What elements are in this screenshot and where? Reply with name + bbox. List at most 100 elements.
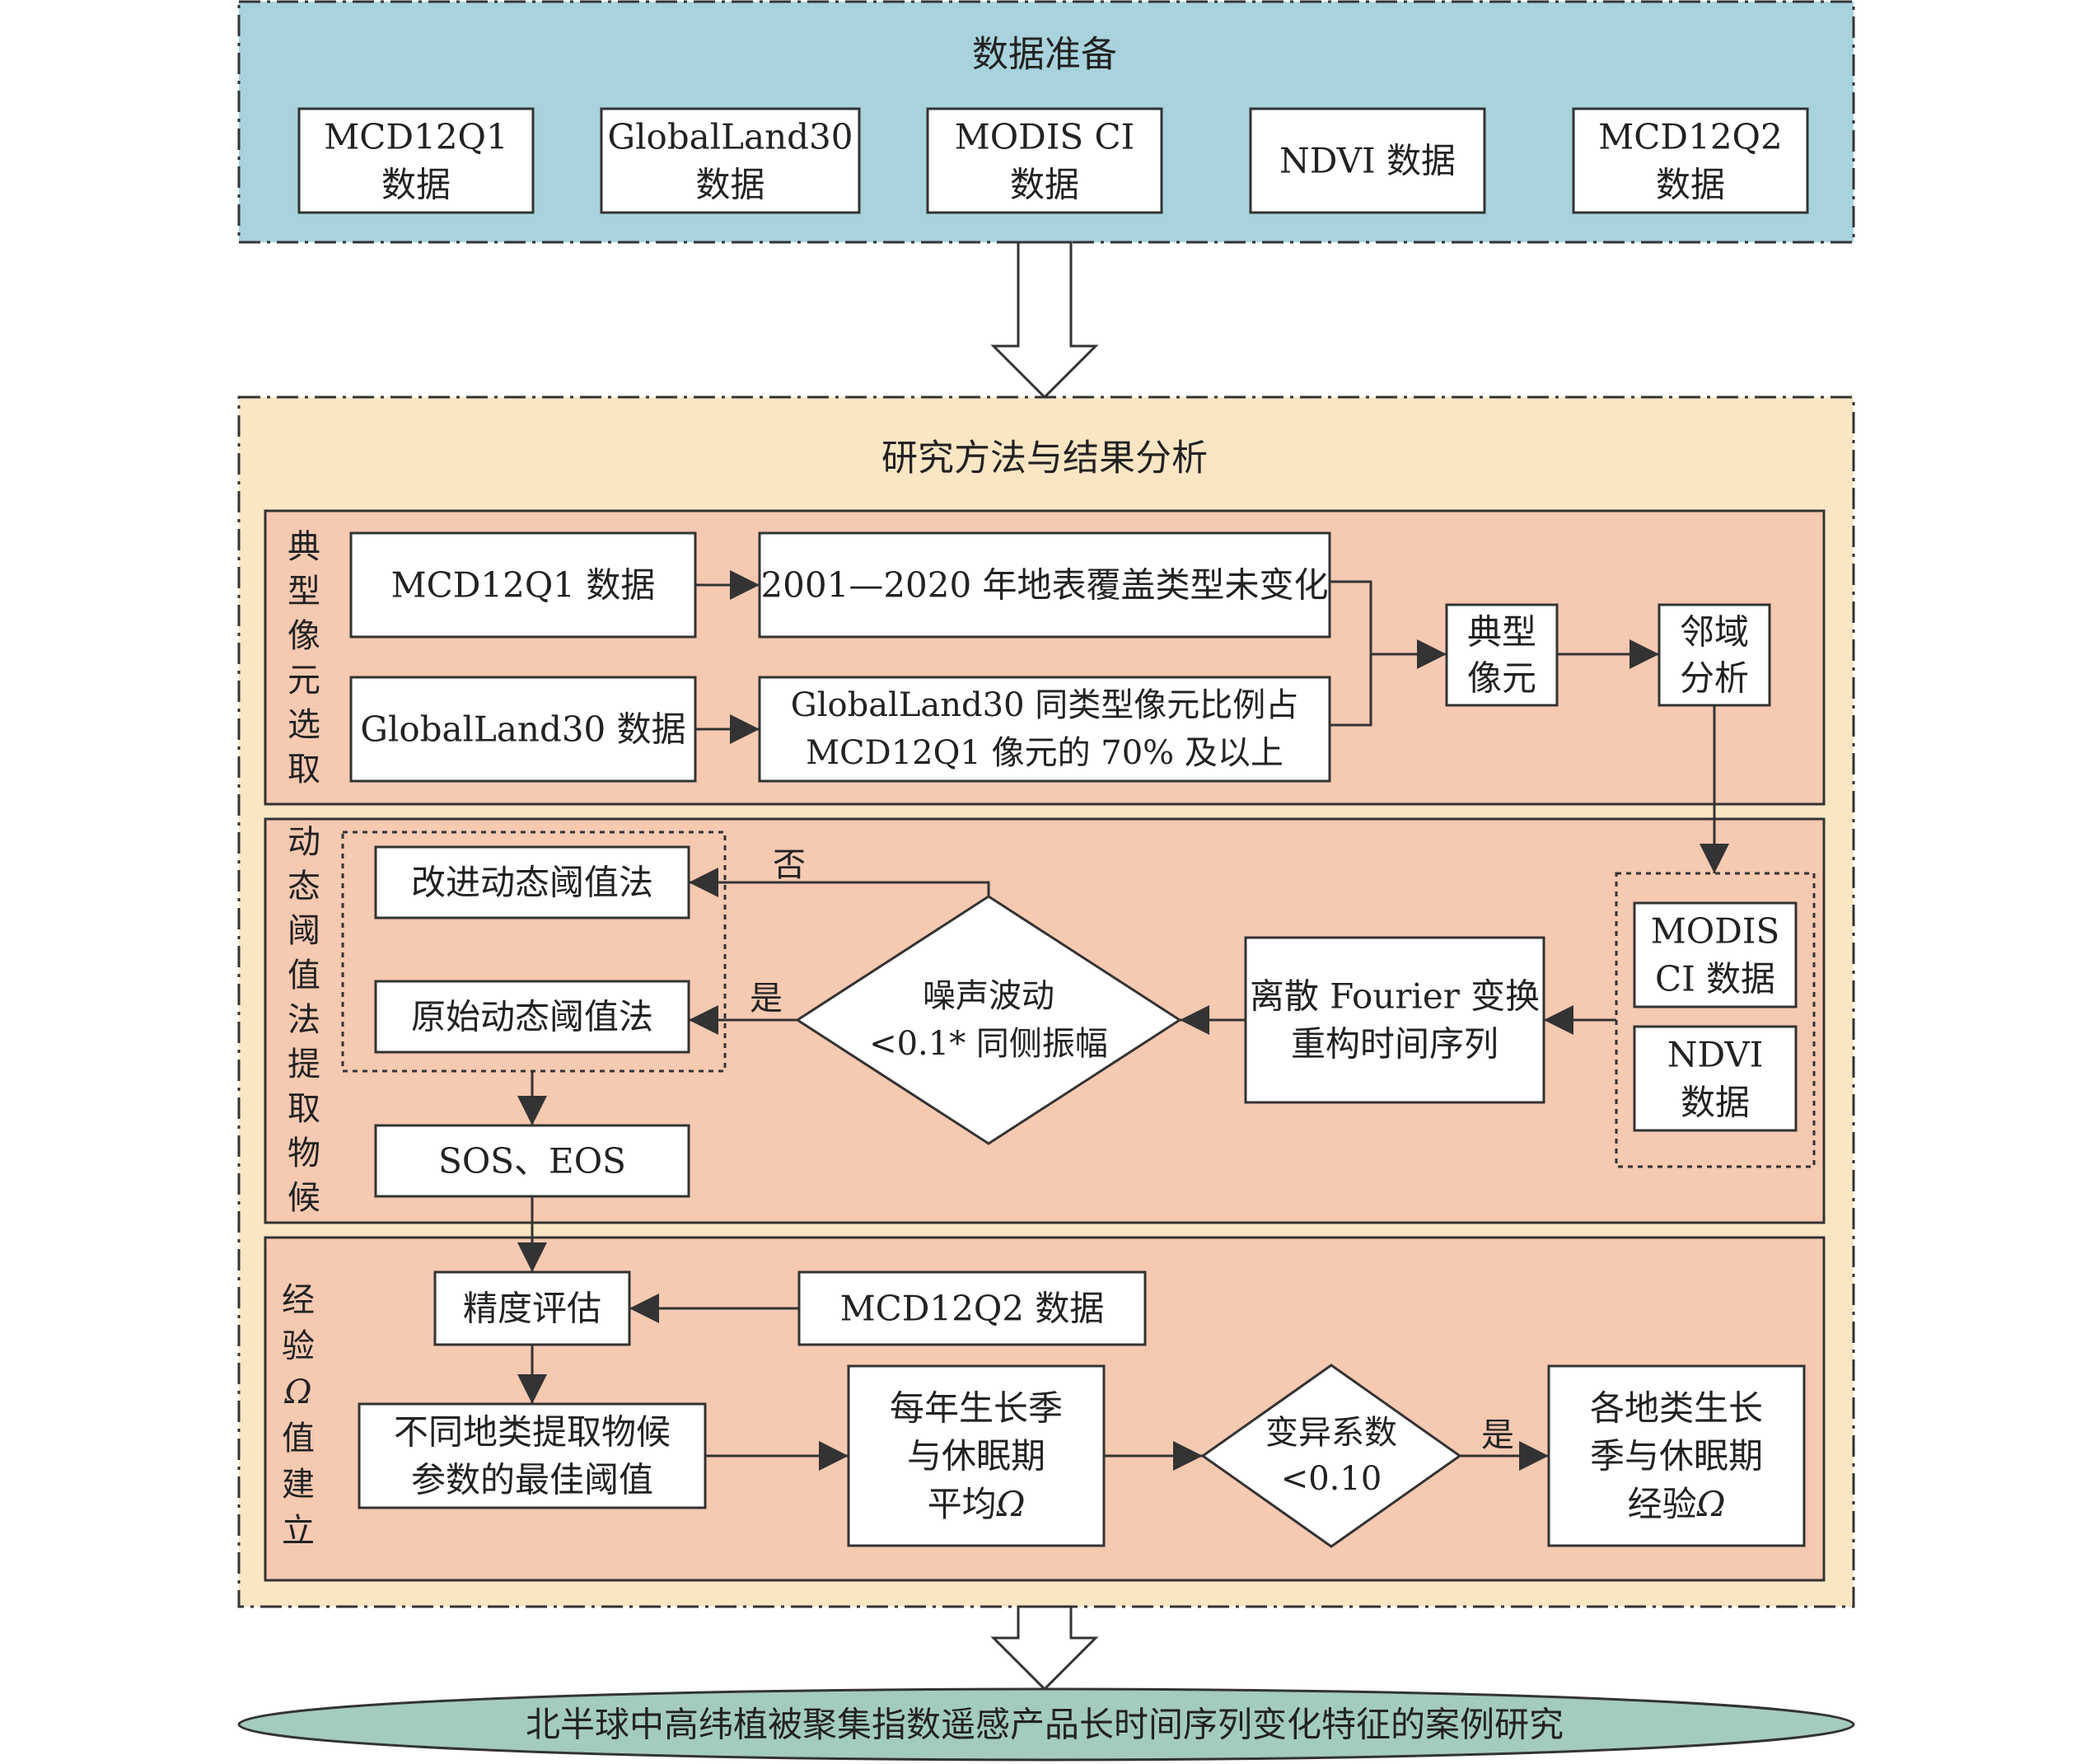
mcd12q2-box-frame xyxy=(797,1270,1147,1346)
noise-decision-frame xyxy=(795,895,1182,1145)
omega-section-label-char-5: 建 xyxy=(282,1466,315,1504)
arrow-decision-improved xyxy=(689,868,990,897)
avg-omega-box-text-line-3: 平均Ω xyxy=(928,1484,1026,1524)
source-box-1-text-line-1: MCD12Q1 xyxy=(324,117,507,157)
unchanged-box-text-line-1: 2001—2020 年地表覆盖类型未变化 xyxy=(760,565,1328,606)
ratio-box-text-line-1: GlobalLand30 同类型像元比例占 xyxy=(791,686,1298,724)
omega-section-label-char-6: 立 xyxy=(282,1512,315,1550)
sos-eos-box-text: SOS、EOS xyxy=(438,1141,626,1181)
threshold-section-label-char-1: 动 xyxy=(288,823,320,861)
threshold-section-label-char-7: 取 xyxy=(288,1090,320,1128)
source-box-3-frame xyxy=(926,107,1163,214)
improved-threshold-box-frame xyxy=(374,845,690,919)
source-box-4: NDVI 数据 xyxy=(1249,107,1486,214)
result-oval xyxy=(237,1687,1855,1762)
source-box-2-text-line-1: GlobalLand30 xyxy=(608,117,853,157)
neighbor-box-frame xyxy=(1658,603,1771,707)
fourier-box-frame xyxy=(1244,936,1545,1104)
original-threshold-box-text-line-1: 原始动态阈值法 xyxy=(411,997,653,1037)
source-box-2-text: GlobalLand30 数据 xyxy=(608,117,853,205)
fourier-box-text-line-1: 离散 Fourier 变换 xyxy=(1250,976,1540,1017)
globalland-box-text: GlobalLand30 数据 xyxy=(360,709,685,750)
neighbor-box-text-line-1: 邻域 xyxy=(1680,612,1749,653)
omega-section-label-char-2: 验 xyxy=(282,1327,315,1365)
omega-section-label-char-3: Ω xyxy=(283,1373,311,1411)
globalland-box: GlobalLand30 数据 xyxy=(349,676,697,783)
yes-label-1: 是 xyxy=(750,980,783,1018)
no-label: 否 xyxy=(773,846,806,884)
sos-eos-box: SOS、EOS xyxy=(374,1124,690,1198)
best-threshold-box-text-line-1: 不同地类提取物候 xyxy=(394,1412,671,1453)
ratio-box-text-line-2: MCD12Q1 像元的 70% 及以上 xyxy=(806,734,1283,772)
ratio-box: GlobalLand30 同类型像元比例占 MCD12Q1 像元的 70% 及以上 xyxy=(758,676,1331,783)
threshold-section-label-char-9: 候 xyxy=(288,1179,320,1217)
source-box-2-frame xyxy=(600,107,861,214)
omega-section-label-char-1: 经 xyxy=(282,1281,315,1319)
source-box-2-text-line-2: 数据 xyxy=(695,165,764,205)
pixel-section-label-char-1: 典 xyxy=(288,528,320,566)
globalland-box-frame xyxy=(349,676,697,783)
empirical-omega-box-frame xyxy=(1547,1364,1806,1547)
original-threshold-box-frame xyxy=(374,980,690,1054)
source-box-1-frame xyxy=(297,107,535,214)
accuracy-box: 精度评估 xyxy=(433,1270,631,1346)
typical-pixel-box-text-line-1: 典型 xyxy=(1467,612,1536,653)
cv-decision-text-line-1: 变异系数 xyxy=(1265,1414,1397,1452)
modis-ci-box-frame xyxy=(1633,901,1798,1008)
pixel-section-label-char-2: 型 xyxy=(288,573,320,611)
modis-ci-box-text-line-1: MODIS xyxy=(1651,911,1779,952)
source-box-5-text-line-2: 数据 xyxy=(1656,165,1725,205)
typical-pixel-box-text-line-2: 像元 xyxy=(1467,658,1536,699)
yes-label-2: 是 xyxy=(1481,1416,1514,1454)
arrow-to-result xyxy=(990,1605,1099,1691)
source-box-4-text-line-1: NDVI 数据 xyxy=(1279,141,1456,181)
cv-decision-text: 变异系数<0.10 xyxy=(1265,1414,1397,1498)
pixel-section-label-char-6: 取 xyxy=(288,751,320,788)
threshold-section-label-char-8: 物 xyxy=(288,1135,320,1172)
accuracy-box-text: 精度评估 xyxy=(463,1289,601,1329)
pixel-section-label-char-3: 像 xyxy=(288,617,320,655)
ratio-box-text: GlobalLand30 同类型像元比例占 MCD12Q1 像元的 70% 及以上 xyxy=(791,686,1298,772)
source-box-1: MCD12Q1 数据 xyxy=(297,107,535,214)
mcd12q1-box-text: MCD12Q1 数据 xyxy=(391,565,656,606)
original-threshold-box-text: 原始动态阈值法 xyxy=(411,997,653,1037)
method-title: 研究方法与结果分析 xyxy=(881,437,1208,480)
source-box-3-text-line-2: 数据 xyxy=(1010,165,1079,205)
method-choice-group xyxy=(341,831,727,1073)
accuracy-box-frame xyxy=(433,1270,631,1346)
noise-decision-text-line-2: <0.1* 同侧振幅 xyxy=(869,1025,1108,1063)
empirical-omega-box-text-line-1: 各地类生长 xyxy=(1590,1388,1763,1429)
unchanged-box-frame xyxy=(758,531,1331,639)
threshold-section-label-char-5: 法 xyxy=(288,1001,320,1039)
globalland-box-text-line-1: GlobalLand30 数据 xyxy=(360,709,685,750)
ndvi-box-frame xyxy=(1633,1025,1798,1132)
improved-threshold-box-text-line-1: 改进动态阈值法 xyxy=(411,863,653,903)
mcd12q1-box-text-line-1: MCD12Q1 数据 xyxy=(391,565,656,606)
mcd12q2-box-text-line-1: MCD12Q2 数据 xyxy=(840,1289,1105,1329)
mcd12q1-box-frame xyxy=(349,531,697,639)
noise-decision: 噪声波动<0.1* 同侧振幅 xyxy=(795,895,1182,1145)
fourier-box-text-line-2: 重构时间序列 xyxy=(1291,1024,1499,1064)
neighbor-box-text-line-2: 分析 xyxy=(1680,658,1749,699)
threshold-section-label-char-4: 值 xyxy=(288,957,320,994)
source-box-1-text-line-2: 数据 xyxy=(381,165,451,205)
threshold-section-label-char-3: 阈 xyxy=(288,912,320,950)
data-prep-title: 数据准备 xyxy=(972,34,1117,76)
result-text: 北半球中高纬植被聚集指数遥感产品长时间序列变化特征的案例研究 xyxy=(526,1705,1564,1745)
